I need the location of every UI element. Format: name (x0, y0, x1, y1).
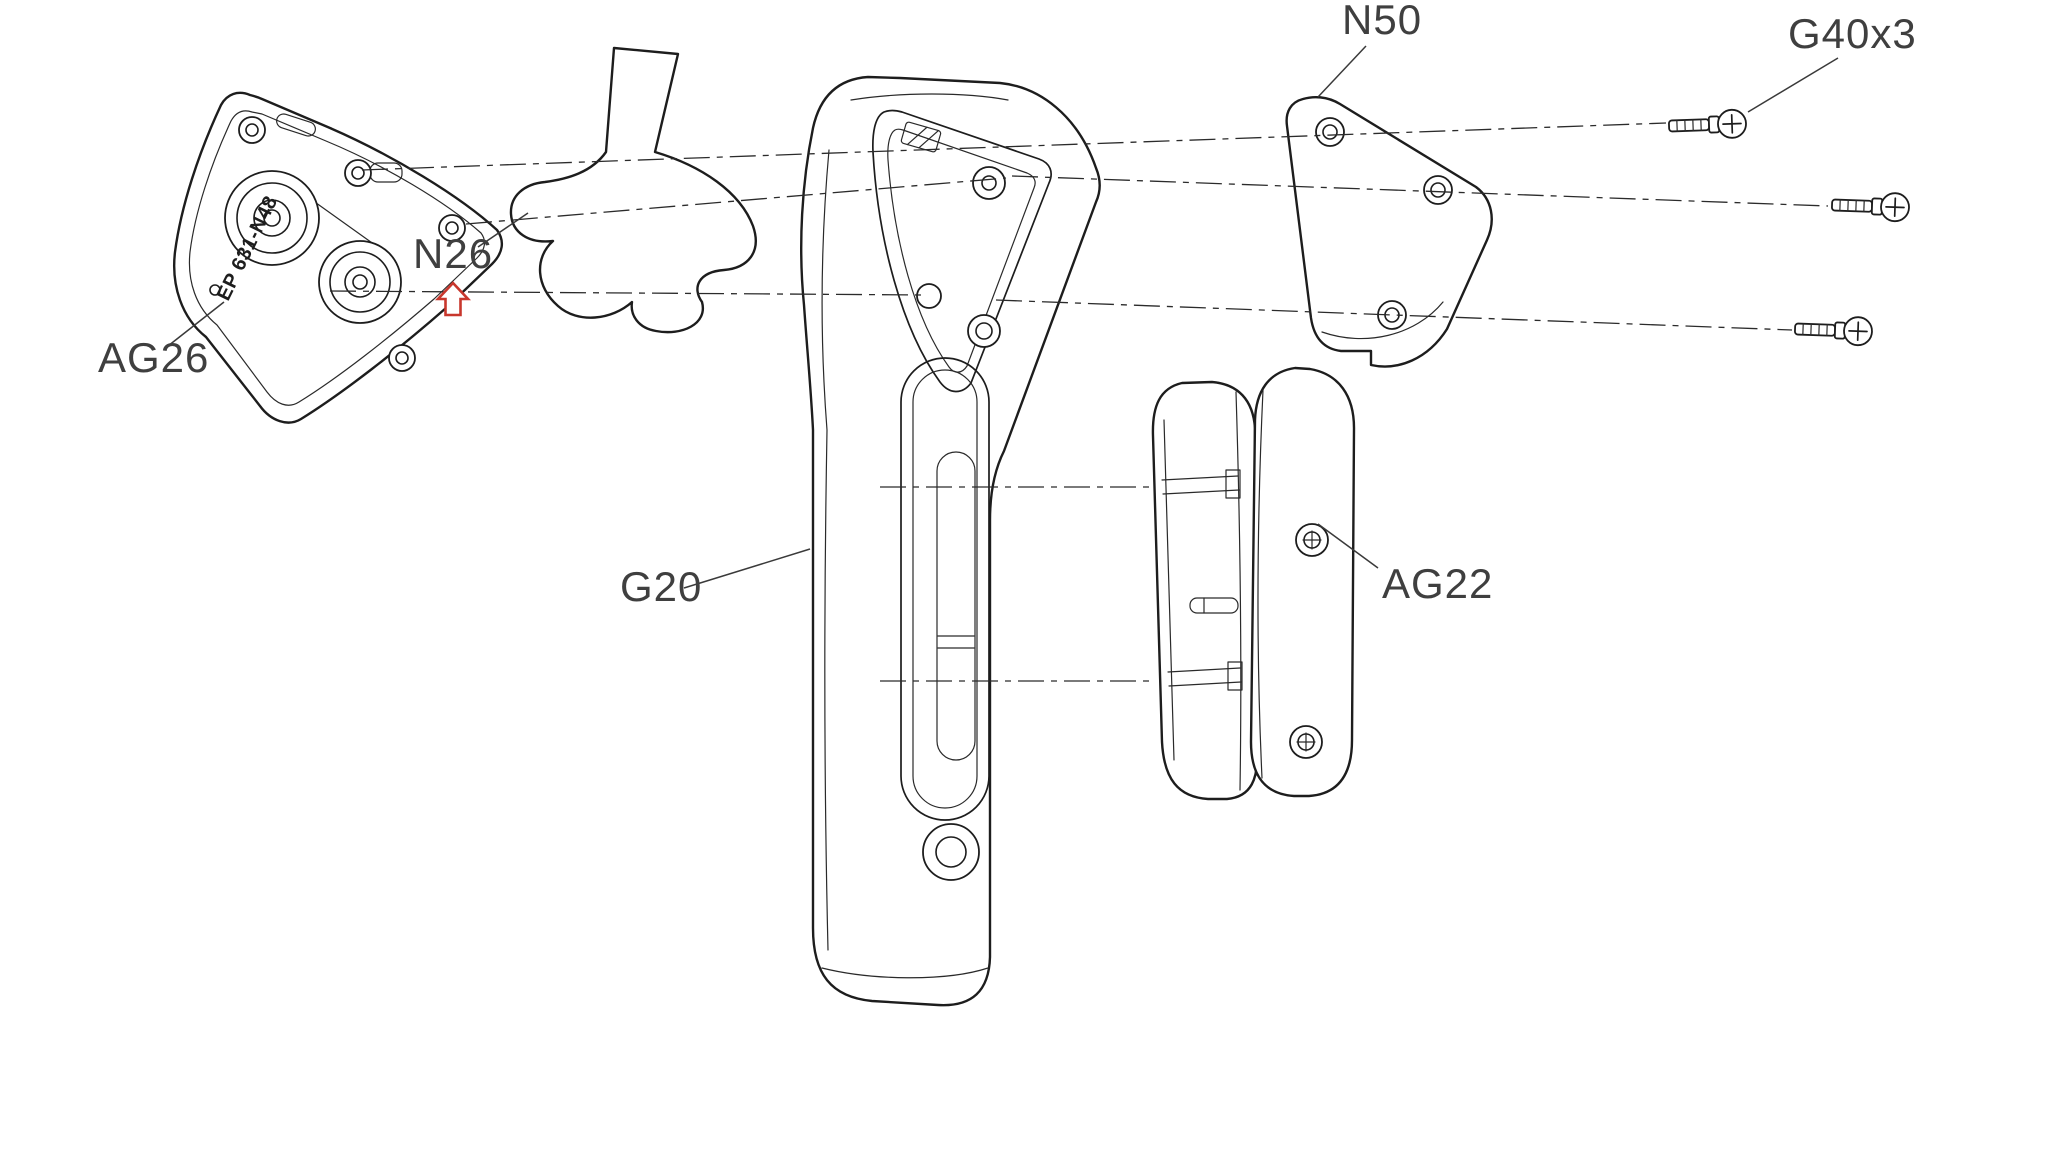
centerline-top (361, 122, 1667, 171)
g20-slot-capsule (936, 451, 976, 761)
ag22-rib-top (1161, 475, 1239, 481)
leader-g20 (683, 548, 811, 589)
centerline-lower-left (329, 290, 927, 296)
centerlines (329, 122, 1829, 682)
labels: AG26 N26 G20 AG22 N50 G40x3 (98, 0, 1917, 610)
part-g20-body (800, 75, 1101, 1007)
ag22-rib-tab (1225, 469, 1241, 499)
ag22-rib-bottom (1168, 681, 1242, 687)
n50-hole-1-inner (1322, 124, 1338, 140)
ag26-boss-1 (224, 170, 320, 266)
centerline-upper-left (465, 177, 1007, 225)
g20-slot-mid (912, 369, 978, 809)
n26-pointer-arrow-icon (434, 281, 472, 317)
g20-slot-outer (900, 357, 990, 821)
screw-3 (1793, 314, 1874, 347)
ag26-pin-hole (209, 284, 221, 296)
ag22-inner-contour-right (1235, 391, 1242, 791)
ag22-cover-contour (1257, 389, 1264, 779)
g20-left-contour (821, 149, 830, 951)
n50-hole-1 (1315, 117, 1345, 147)
centerline-lower-right (995, 299, 1793, 331)
leader-lines (167, 45, 1839, 589)
ag26-hole-mid (344, 159, 372, 187)
ag26-hole-mid-inner (351, 166, 365, 180)
ag26-hole-top-inner (245, 123, 259, 137)
n50-hole-2 (1423, 175, 1453, 205)
ag26-boss-2-ring (344, 266, 376, 298)
g20-boss-hole-low-inner (975, 322, 993, 340)
part-ag22-inner-bracket (1151, 380, 1259, 801)
ag26-hole-right (438, 214, 466, 242)
ag26-boss-2-center (352, 274, 368, 290)
leader-n26 (477, 212, 529, 248)
n50-outline (1285, 95, 1493, 368)
label-n26: N26 (413, 230, 493, 277)
part-n26-gasket (509, 46, 757, 334)
g20-boss-hole-top-inner (981, 175, 997, 191)
ag26-boss-2-ring (329, 251, 391, 313)
screw-1 (1667, 108, 1748, 141)
g20-opening-inner (887, 128, 1036, 373)
ag26-inner-outline (188, 110, 486, 406)
g20-boss-hole-top (972, 166, 1006, 200)
leader-n50 (1317, 45, 1367, 98)
ag26-boss-1-center (263, 209, 281, 227)
g20-vent-hatch (918, 129, 940, 149)
ag22-inner-outline (1151, 380, 1259, 801)
label-n50: N50 (1342, 0, 1422, 43)
label-g40x3: G40x3 (1788, 10, 1917, 57)
g20-vent-rect (900, 121, 942, 153)
ag22-inner-contour-left (1163, 419, 1175, 761)
n50-hole-2-inner (1430, 182, 1446, 198)
ag26-slot (276, 113, 316, 137)
g20-boss-hole-low (967, 314, 1001, 348)
centerline-upper-right (1011, 175, 1829, 207)
g20-bottom-hole (922, 823, 980, 881)
g20-vent-hatch (906, 126, 928, 146)
part-ag26-plate: EP 631-N48 (173, 91, 504, 424)
part-n50-plate (1285, 95, 1493, 368)
ag22-rib-tab (1227, 661, 1243, 691)
ag26-hole-bottom-inner (395, 351, 409, 365)
ag26-hole-bottom (388, 344, 416, 372)
leader-ag26 (167, 301, 225, 347)
screw-2 (1830, 190, 1911, 223)
ag22-cover-outline (1249, 366, 1356, 798)
n26-outline (509, 46, 757, 334)
ag26-boss-2 (318, 240, 402, 324)
g20-top-seam (850, 93, 1009, 101)
g20-vent-detail (900, 121, 942, 153)
ag26-hole-top (238, 116, 266, 144)
g20-bottom-hole-inner (935, 836, 967, 868)
leader-g40 (1747, 57, 1839, 113)
leader-ag22 (1317, 523, 1379, 569)
ag26-boss-1-ring (236, 182, 308, 254)
label-ag26: AG26 (98, 334, 209, 381)
part-ag22-cover (1249, 366, 1356, 798)
screws-g40x3 (1667, 108, 1911, 347)
g20-boss-hole-mid (916, 283, 942, 309)
label-g20: G20 (620, 563, 702, 610)
g20-bottom-hem (821, 967, 989, 979)
ag26-boss-1-ring (253, 199, 291, 237)
n50-inner-contour (1321, 301, 1444, 340)
label-ag22: AG22 (1382, 560, 1493, 607)
ag22-pin (1189, 597, 1239, 614)
ag26-hole-right-inner (445, 221, 459, 235)
g20-outer-outline (800, 75, 1101, 1007)
